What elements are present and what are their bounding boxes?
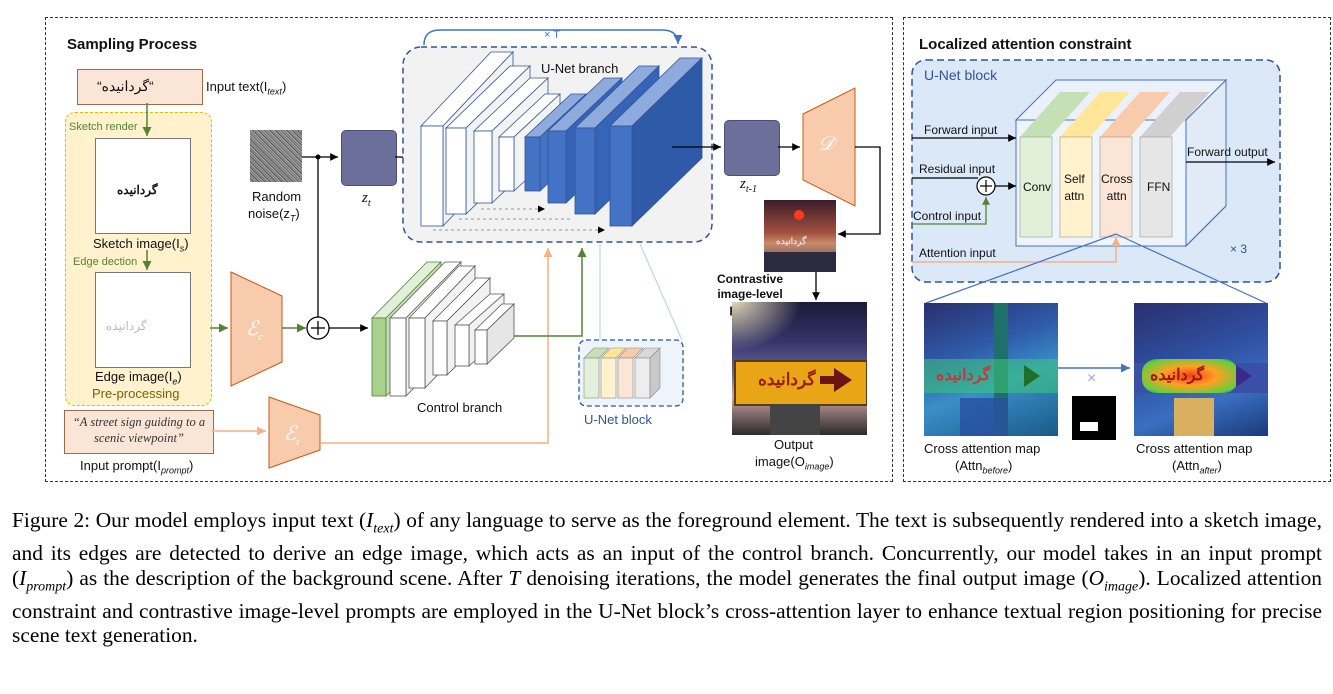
times-t-arc xyxy=(423,29,683,46)
input-prompt-text: “A street sign guiding to a scenic viewp… xyxy=(72,415,206,445)
output-image-label-2: image(Oimage) xyxy=(755,454,834,472)
edge-image xyxy=(95,272,191,368)
control-branch-label: Control branch xyxy=(417,400,503,415)
output-sign-text: گردانیده xyxy=(758,370,816,389)
attention-after-sign-text: گردانیده xyxy=(1150,367,1205,384)
contrastive-prompt-image: گردانیده xyxy=(764,200,836,272)
random-noise-label-2: noise(zT) xyxy=(248,206,300,224)
arrow-et-to-unet xyxy=(320,248,553,444)
output-image: گردانیده xyxy=(732,302,867,435)
right-unet-block-label: U-Net block xyxy=(924,67,998,83)
random-noise-label: Random xyxy=(252,189,302,204)
decoder-label: 𝒟 xyxy=(818,133,834,155)
input-prompt-box xyxy=(64,410,214,454)
attention-before-sign-text: گردانیده xyxy=(936,367,991,384)
encoder-t-label: ℰt xyxy=(284,423,300,448)
output-arrow-icon xyxy=(834,368,852,392)
figure-caption: Figure 2: Our model employs input text (… xyxy=(12,508,1322,648)
input-text-label: Input text(Itext) xyxy=(206,79,287,97)
small-unet-block-layers xyxy=(583,347,661,399)
decoder-shape xyxy=(802,87,856,207)
mask-image xyxy=(1072,396,1116,440)
diagram-svg xyxy=(142,29,1281,469)
attention-constraint-panel xyxy=(903,17,1331,482)
ffn-label: FFN xyxy=(1147,180,1171,194)
contrastive-sun xyxy=(794,210,804,220)
ztm1-block xyxy=(724,120,780,176)
attention-after-label-2: (Attnafter) xyxy=(1172,458,1222,476)
contrastive-sign-text: گردانیده xyxy=(776,236,807,246)
encoder-t-shape xyxy=(268,396,321,469)
attention-constraint-title: Localized attention constraint xyxy=(919,36,1132,53)
zt-block xyxy=(341,130,397,186)
edge-glyph: گردانیده xyxy=(106,319,147,333)
ztm1-label: zt-1 xyxy=(740,176,757,195)
edge-detection-label: Edge dection xyxy=(73,256,138,268)
sampling-process-panel xyxy=(45,17,893,482)
residual-input-label: Residual input xyxy=(919,162,996,176)
arrow-attention-input xyxy=(912,237,1121,263)
input-text-value: “گردانیده“ xyxy=(97,78,154,94)
attention-map-before: گردانیده xyxy=(924,303,1058,436)
control-input-label: Control input xyxy=(913,209,982,223)
sketch-glyph: گردانیده xyxy=(117,183,158,197)
arrow-control-input xyxy=(912,197,990,225)
encoder-c-label: ℰc xyxy=(246,318,263,343)
small-unet-block-label: U-Net block xyxy=(584,412,652,427)
unet-slabs xyxy=(420,50,703,228)
forward-output-label: Forward output xyxy=(1187,145,1268,159)
multiply-sign: × xyxy=(1087,370,1097,387)
attention-before-label-2: (Attnbefore) xyxy=(955,458,1013,476)
arrow-control-to-unet xyxy=(514,248,587,337)
zt-label: zt xyxy=(362,190,371,209)
random-noise-image xyxy=(250,130,302,182)
attention-map-after: گردانیده xyxy=(1134,303,1268,436)
attention-input-label: Attention input xyxy=(919,246,996,260)
conv-label: Conv xyxy=(1023,180,1052,194)
arrow-d-to-contrastive xyxy=(838,146,881,238)
encoder-c-shape xyxy=(230,271,283,387)
edge-image-label: Edge image(Ie) xyxy=(95,369,182,387)
forward-input-label: Forward input xyxy=(924,123,998,137)
figure: Sampling Process Localized attention con… xyxy=(45,17,1331,482)
attention-after-label: Cross attention map xyxy=(1136,441,1253,456)
attention-before-label: Cross attention map xyxy=(924,441,1041,456)
sketch-image-label: Sketch image(Is) xyxy=(93,236,189,254)
sketch-image xyxy=(95,138,191,234)
input-text-box xyxy=(77,69,203,105)
unet-branch-label: U-Net branch xyxy=(541,61,619,76)
control-branch-slabs xyxy=(371,261,515,397)
sampling-process-title: Sampling Process xyxy=(67,36,198,53)
attention-cube xyxy=(1014,78,1228,248)
input-prompt-label: Input prompt(Iprompt) xyxy=(80,458,194,476)
preprocessing-label: Pre-processing xyxy=(92,386,180,401)
times-t-label: × T xyxy=(544,29,561,41)
output-image-label: Output xyxy=(774,437,814,452)
sketch-render-label: Sketch render xyxy=(69,121,138,133)
times-3-label: × 3 xyxy=(1230,242,1248,256)
